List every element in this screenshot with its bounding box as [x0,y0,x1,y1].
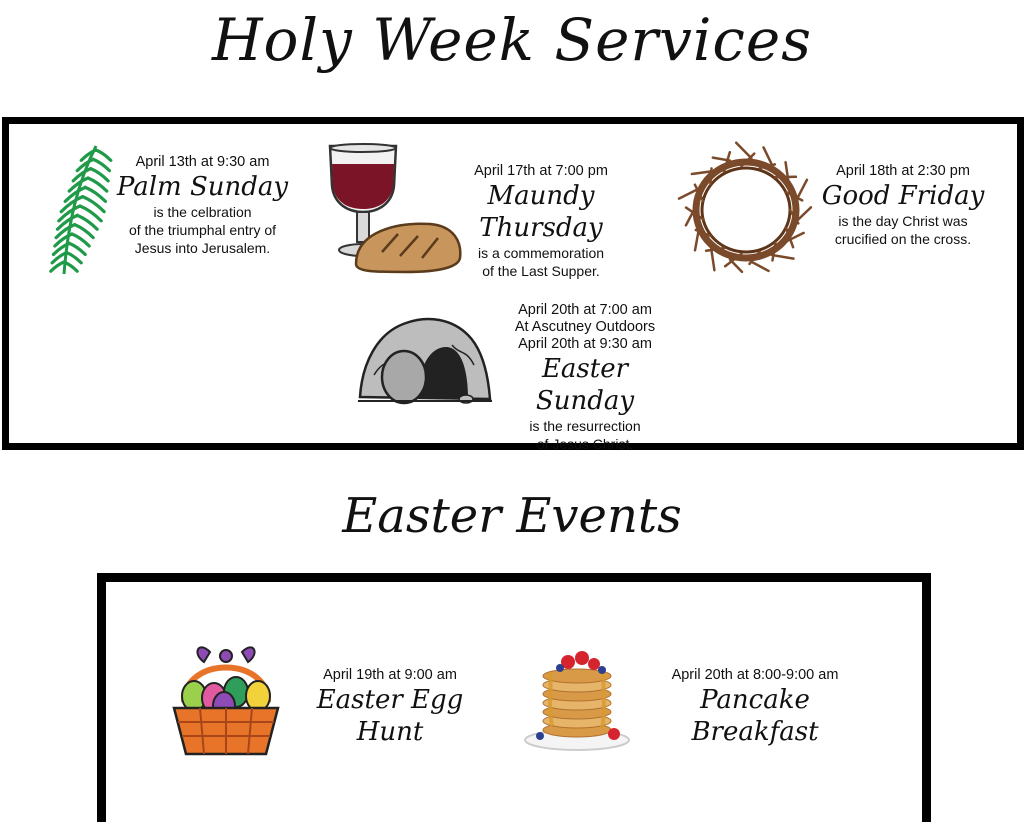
maundy-thursday-desc-1: is a commemoration [477,245,605,261]
palm-sunday-block: April 13th at 9:30 am Palm Sunday is the… [110,154,295,257]
easter-sunday-date-1: April 20th at 7:00 am [518,302,652,318]
egg-hunt-date: April 19th at 9:00 am [323,667,457,683]
pancake-breakfast-date: April 20th at 8:00-9:00 am [671,667,839,683]
good-friday-desc-1: is the day Christ was [838,213,968,229]
maundy-thursday-name: Maundy Thursday [479,181,603,243]
good-friday-name: Good Friday [821,181,985,211]
pancake-breakfast-name: Pancake Breakfast [691,685,819,747]
easter-sunday-date-2: April 20th at 9:30 am [518,336,652,352]
crown-of-thorns-icon [677,141,813,274]
good-friday-date: April 18th at 2:30 pm [836,163,970,179]
palm-sunday-name: Palm Sunday [116,172,289,202]
wine-and-bread-icon [328,143,462,274]
maundy-thursday-desc-2: of the Last Supper. [482,263,600,279]
easter-basket-icon [172,646,280,756]
holy-week-title: Holy Week Services [211,6,813,74]
egg-hunt-name: Easter Egg Hunt [316,685,464,747]
good-friday-desc-2: crucified on the cross. [834,231,972,247]
palm-sunday-desc-1: is the celbration [153,204,252,220]
easter-sunday-desc-2: of Jesus Christ. [536,436,634,452]
empty-tomb-icon [358,317,492,405]
maundy-thursday-date: April 17th at 7:00 pm [474,163,608,179]
easter-sunday-location: At Ascutney Outdoors [514,319,656,335]
palm-sunday-desc-2: of the triumphal entry of [128,222,277,238]
easter-sunday-desc-1: is the resurrection [529,418,641,434]
easter-sunday-block: April 20th at 7:00 am At Ascutney Outdoo… [490,302,680,453]
good-friday-block: April 18th at 2:30 pm Good Friday is the… [812,163,994,248]
maundy-thursday-block: April 17th at 7:00 pm Maundy Thursday is… [436,163,646,280]
easter-events-title: Easter Events [342,488,682,544]
pancake-breakfast-block: April 20th at 8:00-9:00 am Pancake Break… [640,667,870,748]
egg-hunt-block: April 19th at 9:00 am Easter Egg Hunt [295,667,485,748]
easter-sunday-name: Easter Sunday [535,354,635,416]
palm-sunday-desc-3: Jesus into Jerusalem. [134,240,271,256]
palm-sunday-date: April 13th at 9:30 am [135,154,270,170]
holy-week-panel [2,117,1024,450]
pancake-stack-icon [524,651,630,751]
palm-frond-icon [49,145,113,275]
